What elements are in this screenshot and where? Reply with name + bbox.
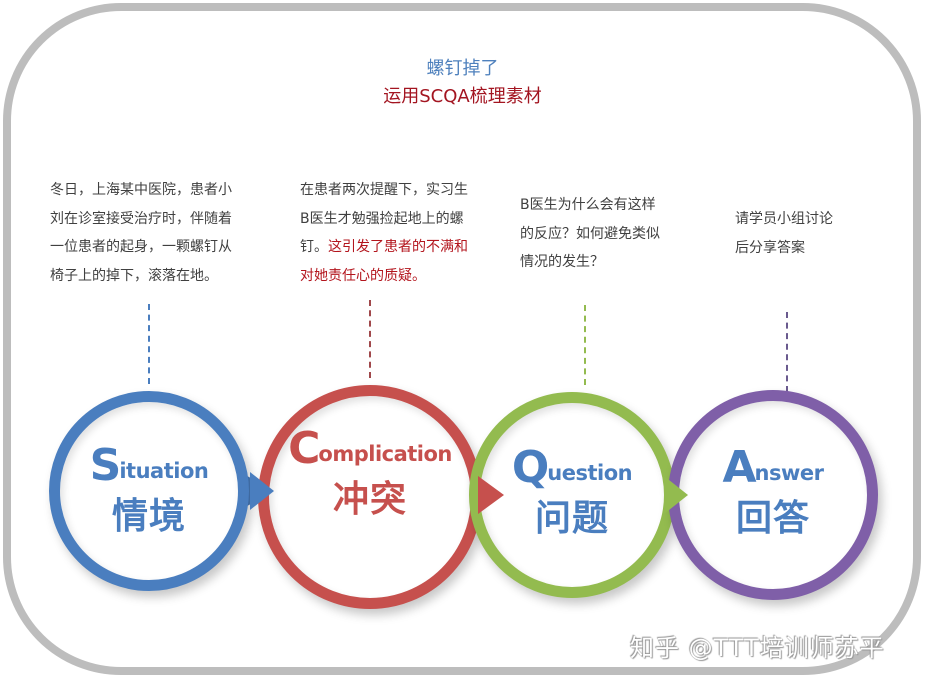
- complication-description: 在患者两次提醒下，实习生 B医生才勉强捡起地上的螺 钉。这引发了患者的不满和 对…: [300, 176, 468, 290]
- desc-line: 情况的发生？: [520, 254, 604, 270]
- situation-description: 冬日，上海某中医院，患者小 刘在诊室接受治疗时，伴随着 一位患者的起身，一颗螺钉…: [50, 176, 232, 290]
- label-en: Answer: [668, 442, 878, 493]
- desc-line: 椅子上的掉下，滚落在地。: [50, 267, 218, 284]
- question-circle: [469, 392, 675, 598]
- desc-line: B医生为什么会有这样: [520, 197, 656, 213]
- desc-line: 一位患者的起身，一颗螺钉从: [50, 239, 232, 255]
- watermark: 知乎 @TTT培训师苏平: [630, 634, 885, 662]
- label-en: Question: [469, 442, 675, 493]
- desc-line: 的反应？如何避免类似: [520, 225, 660, 242]
- desc-line: B医生才勉强捡起地上的螺: [300, 210, 464, 227]
- label-rest: omplication: [318, 442, 452, 466]
- diagram-subtitle: 运用SCQA梳理素材: [383, 86, 542, 107]
- desc-highlight: 对她责任心的质疑。: [300, 267, 426, 284]
- label-initial: S: [89, 440, 122, 491]
- answer-connector: [786, 312, 788, 392]
- answer-description: 请学员小组讨论 后分享答案: [735, 205, 833, 262]
- question-description: B医生为什么会有这样 的反应？如何避免类似 情况的发生？: [520, 191, 660, 277]
- desc-line: 冬日，上海某中医院，患者小: [50, 182, 232, 198]
- desc-line: 钉。这引发了患者的不满和: [300, 233, 468, 262]
- arrow-right-icon: [250, 472, 274, 510]
- complication-connector: [369, 300, 371, 378]
- complication-label: Complication 冲突: [258, 423, 482, 522]
- answer-label: Answer 回答: [668, 442, 878, 541]
- label-zh: 情境: [111, 496, 186, 537]
- desc-line: 请学员小组讨论: [735, 211, 833, 227]
- situation-circle: [49, 391, 249, 591]
- label-initial: Q: [511, 442, 549, 493]
- desc-line: 在患者两次提醒下，实习生: [300, 182, 468, 198]
- desc-highlight: 这引发了患者的不满和: [328, 239, 468, 255]
- label-rest: nswer: [754, 461, 824, 485]
- situation-connector: [148, 304, 150, 384]
- arrow-right-icon: [478, 476, 504, 514]
- desc-line: 后分享答案: [735, 239, 805, 256]
- question-label: Question 问题: [469, 442, 675, 541]
- desc-text: 钉。: [300, 239, 328, 255]
- label-rest: ituation: [119, 459, 209, 483]
- question-connector: [584, 305, 586, 385]
- label-initial: C: [288, 423, 320, 474]
- label-en: Complication: [258, 423, 482, 474]
- diagram-title: 螺钉掉了: [426, 58, 499, 79]
- label-zh: 冲突: [332, 479, 407, 520]
- situation-label: Situation 情境: [49, 440, 249, 539]
- label-en: Situation: [49, 440, 249, 491]
- label-zh: 问题: [534, 498, 609, 539]
- arrow-right-icon: [664, 476, 688, 514]
- label-rest: uestion: [547, 461, 633, 485]
- label-initial: A: [722, 442, 756, 493]
- label-zh: 回答: [735, 498, 810, 539]
- desc-line: 刘在诊室接受治疗时，伴随着: [50, 210, 232, 227]
